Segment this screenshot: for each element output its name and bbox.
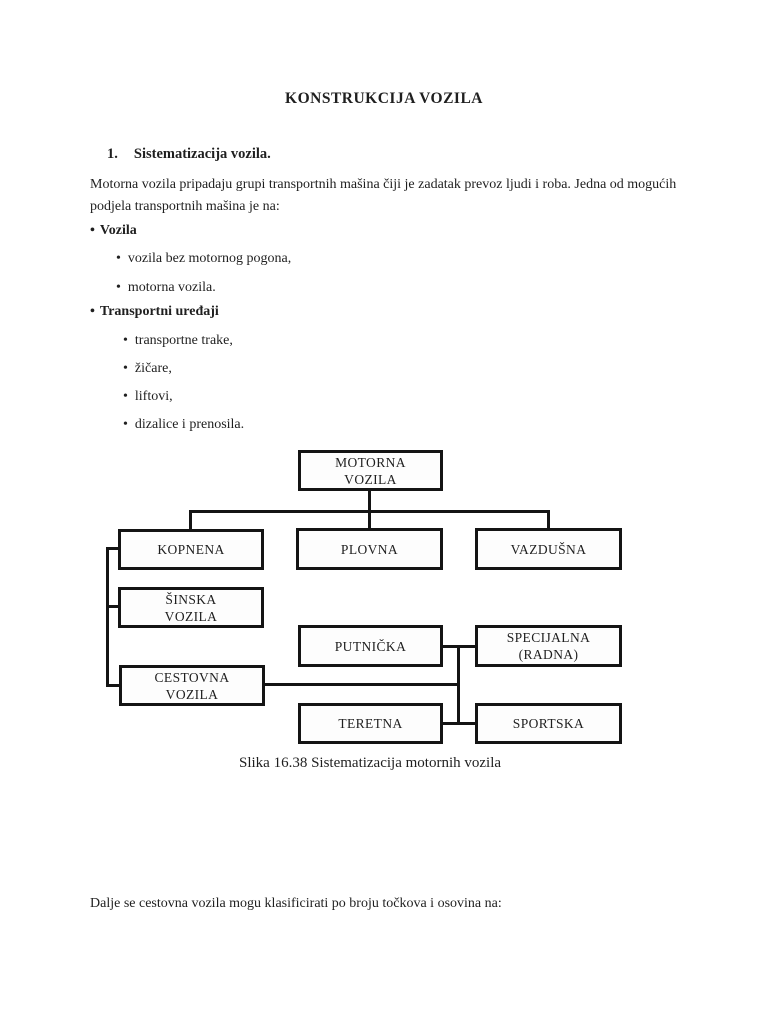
connector-left-rail [106, 547, 109, 687]
connector-kopnena-stub [106, 547, 120, 550]
connector-kopnena-drop [189, 510, 192, 530]
bullet-icon: • [116, 251, 121, 266]
section-title: Sistematizacija vozila. [133, 146, 271, 162]
connector-teretna-sportska [442, 722, 476, 725]
node-putnicka: PUTNIČKA [298, 625, 443, 667]
connector-level1-horizontal [189, 510, 550, 513]
bullet-icon: • [123, 333, 128, 348]
bullet-icon: • [123, 417, 128, 432]
node-cestovna-vozila: CESTOVNA VOZILA [119, 665, 265, 706]
node-sinska-vozila: ŠINSKA VOZILA [118, 587, 264, 628]
bullet-icon: • [123, 361, 128, 376]
connector-cestovna-horizontal [263, 683, 460, 686]
figure-caption: Slika 16.38 Sistematizacija motornih voz… [238, 755, 502, 771]
bullet-icon: • [116, 280, 121, 295]
bullet-icon: • [90, 304, 95, 319]
node-kopnena: KOPNENA [118, 529, 264, 570]
node-vazdusna: VAZDUŠNA [475, 528, 622, 570]
node-specijalna-radna: SPECIJALNA (RADNA) [475, 625, 622, 667]
bullet-icon: • [90, 223, 95, 238]
connector-vazdusna-drop [547, 510, 550, 529]
list-item: •liftovi, [123, 389, 173, 404]
bullet-group-label: Transportni uređaji [99, 304, 219, 319]
connector-right-rail [457, 645, 460, 725]
section-number: 1. [107, 146, 118, 162]
bullet-group-transportni-uredjaji: • Transportni uređaji [90, 304, 219, 320]
bullet-group-vozila: • Vozila [90, 223, 137, 239]
page-title: KONSTRUKCIJA VOZILA [285, 90, 483, 107]
connector-root-drop [368, 489, 371, 528]
node-motorna-vozila: MOTORNA VOZILA [298, 450, 443, 491]
bullet-group-label: Vozila [99, 223, 137, 238]
list-item: •žičare, [123, 361, 172, 376]
closing-paragraph: Dalje se cestovna vozila mogu klasificir… [90, 896, 502, 911]
section-heading: 1. Sistematizacija vozila. [107, 146, 271, 163]
node-sportska: SPORTSKA [475, 703, 622, 744]
connector-sinska-stub [106, 605, 120, 608]
intro-paragraph: Motorna vozila pripadaju grupi transport… [90, 177, 677, 214]
node-plovna: PLOVNA [296, 528, 443, 570]
list-item: •transportne trake, [123, 333, 233, 348]
list-item: •dizalice i prenosila. [123, 417, 245, 432]
connector-putnicka-specijalna [442, 645, 476, 648]
node-teretna: TERETNA [298, 703, 443, 744]
list-item: •vozila bez motornog pogona, [116, 251, 292, 266]
bullet-icon: • [123, 389, 128, 404]
connector-cestovna-stub [106, 684, 121, 687]
list-item: •motorna vozila. [116, 280, 216, 295]
